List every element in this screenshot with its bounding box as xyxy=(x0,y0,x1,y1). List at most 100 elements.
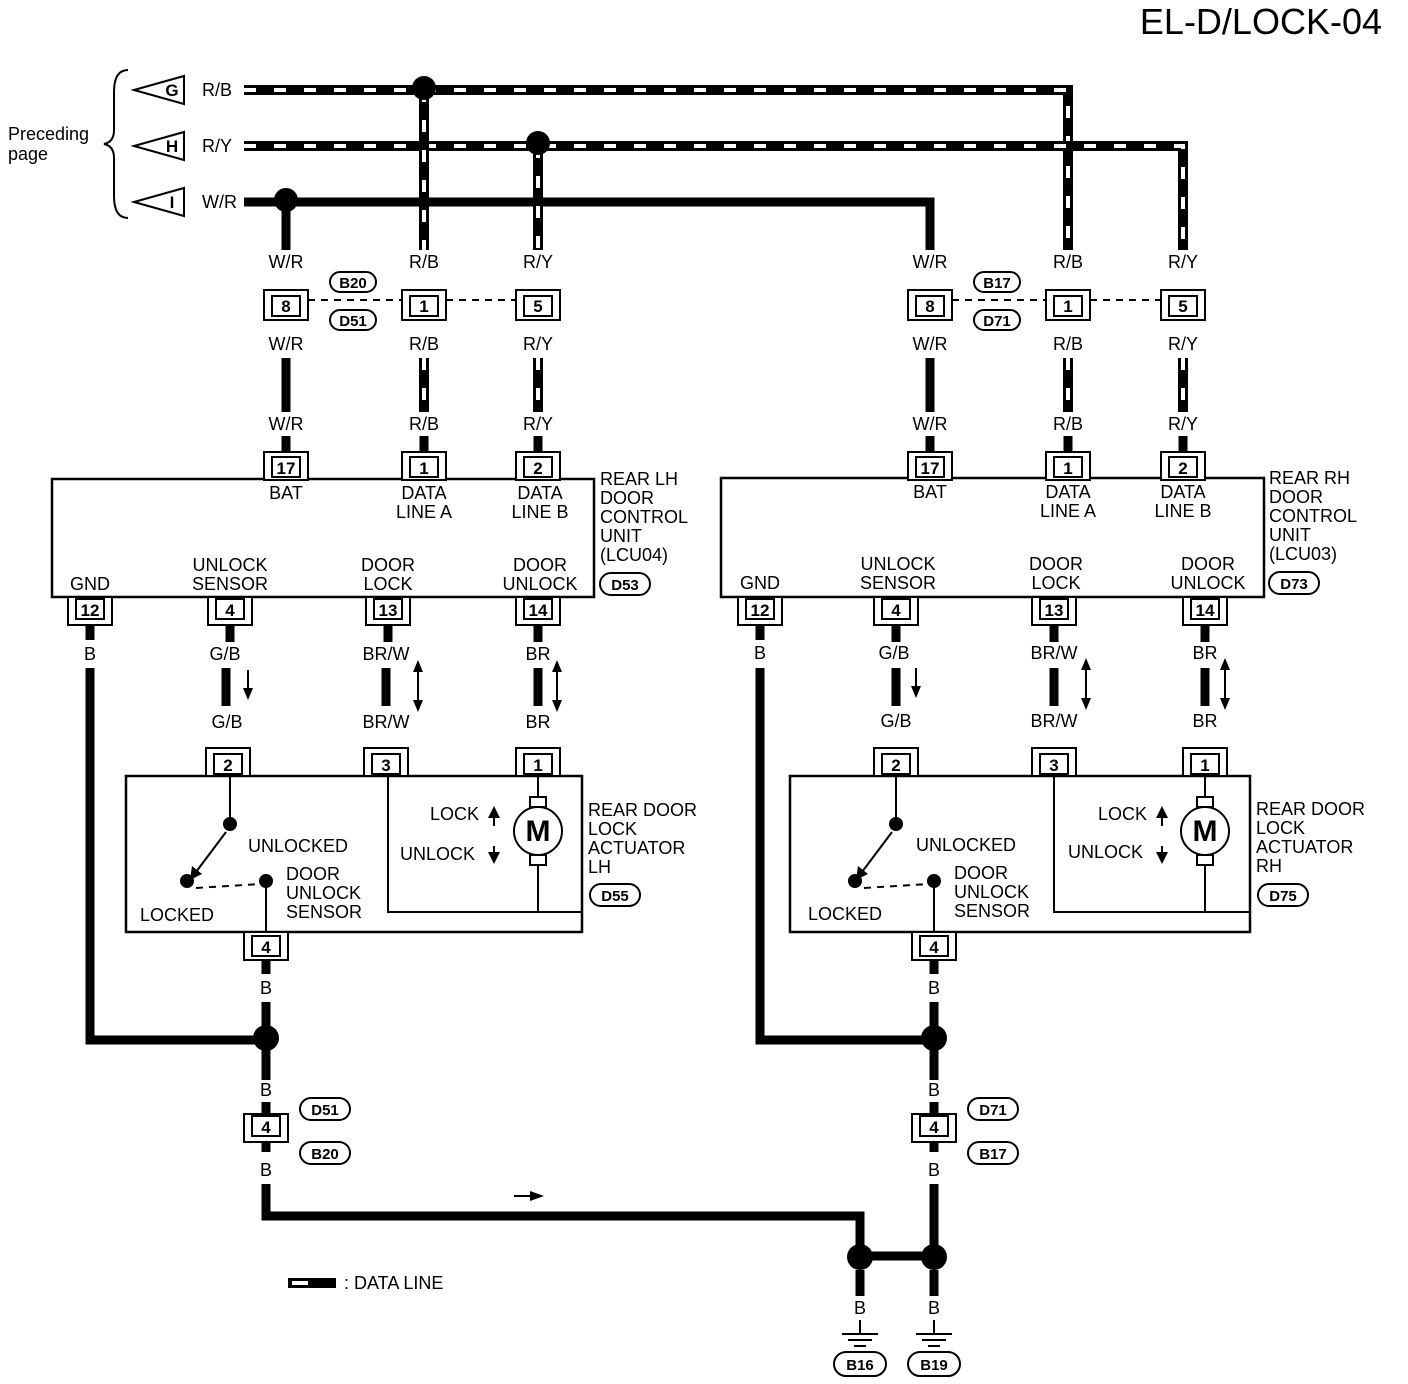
svg-text:3: 3 xyxy=(381,756,390,775)
svg-text:BAT: BAT xyxy=(269,483,303,503)
splice-dot xyxy=(253,1025,279,1051)
svg-text:17: 17 xyxy=(921,459,940,478)
wire-color-label: R/Y xyxy=(1168,252,1198,272)
wire-color-label: B xyxy=(260,1080,272,1100)
preceding-color-ry: R/Y xyxy=(202,136,232,156)
wire-color-label: W/R xyxy=(913,414,948,434)
svg-text:LH: LH xyxy=(588,857,611,877)
wire-color-label: R/B xyxy=(1053,252,1083,272)
svg-text:UNLOCK: UNLOCK xyxy=(860,554,935,574)
svg-text:DOOR: DOOR xyxy=(1029,554,1083,574)
flag-i: I xyxy=(130,186,185,218)
wire-color-label: BR xyxy=(1192,643,1217,663)
svg-text:1: 1 xyxy=(1200,756,1209,775)
wire-color-label: R/B xyxy=(409,334,439,354)
wire-color-label: BR xyxy=(1192,711,1217,731)
svg-text:1: 1 xyxy=(533,756,542,775)
wire-color-label: B xyxy=(928,1298,940,1318)
page-code: EL-D/LOCK-04 xyxy=(1140,1,1382,42)
svg-text:5: 5 xyxy=(1178,297,1187,316)
svg-text:CONTROL: CONTROL xyxy=(600,507,688,527)
svg-text:DATA: DATA xyxy=(1160,482,1205,502)
lcu-name-right: REAR RH xyxy=(1269,468,1350,488)
top-bus-wiring xyxy=(244,76,1188,250)
wire-color-label: R/Y xyxy=(1168,414,1198,434)
svg-text:D71: D71 xyxy=(983,313,1011,330)
svg-text:UNLOCK: UNLOCK xyxy=(1170,573,1245,593)
svg-text:12: 12 xyxy=(81,601,100,620)
wire-color-label: BR/W xyxy=(363,712,410,732)
ground-icon xyxy=(842,1333,878,1347)
svg-text:D71: D71 xyxy=(979,1102,1007,1119)
svg-text:DOOR: DOOR xyxy=(1181,554,1235,574)
svg-text:SENSOR: SENSOR xyxy=(954,901,1030,921)
svg-text:D73: D73 xyxy=(1280,576,1308,593)
svg-text:H: H xyxy=(166,137,178,156)
splice-dot xyxy=(847,1244,873,1270)
svg-text:B17: B17 xyxy=(983,275,1011,292)
wire-color-label: R/Y xyxy=(523,252,553,272)
svg-text:2: 2 xyxy=(1178,459,1187,478)
svg-text:D51: D51 xyxy=(339,313,367,330)
svg-text:(LCU03): (LCU03) xyxy=(1269,544,1337,564)
svg-text:1: 1 xyxy=(419,459,428,478)
svg-text:DOOR: DOOR xyxy=(600,488,654,508)
wire-color-label: B xyxy=(928,978,940,998)
wire-color-label: B xyxy=(84,644,96,664)
lcu-box-left: 17 1 2 BAT DATA LINE A DATA LINE B GND U… xyxy=(50,451,688,626)
right-side: W/R R/B R/Y 8 1 5 B17 D71 W/R R/B R/Y W/… xyxy=(719,252,1365,1377)
wire-color-label: R/Y xyxy=(523,334,553,354)
preceding-label-2: page xyxy=(8,144,48,164)
left-side: W/R R/B R/Y 8 1 5 B20 D51 W/R R/B R/Y xyxy=(50,252,887,1377)
svg-text:DOOR: DOOR xyxy=(954,863,1008,883)
svg-text:D55: D55 xyxy=(601,888,629,905)
svg-text:M: M xyxy=(1193,815,1218,848)
svg-text:13: 13 xyxy=(1045,601,1064,620)
wire-color-label: G/B xyxy=(878,643,909,663)
actuator-name-right: REAR DOOR xyxy=(1256,799,1365,819)
svg-text:4: 4 xyxy=(261,938,271,957)
svg-text:8: 8 xyxy=(281,297,290,316)
lcu-box-right: 17 1 2 BAT DATA LINE A DATA LINE B GND U… xyxy=(719,451,1357,626)
svg-text:B20: B20 xyxy=(311,1146,339,1163)
svg-text:LOCKED: LOCKED xyxy=(140,905,214,925)
svg-text:UNLOCK: UNLOCK xyxy=(502,574,577,594)
svg-text:DATA: DATA xyxy=(401,483,446,503)
svg-text:DATA: DATA xyxy=(517,483,562,503)
svg-text:RH: RH xyxy=(1256,856,1282,876)
preceding-color-rb: R/B xyxy=(202,80,232,100)
svg-text:4: 4 xyxy=(929,1118,939,1137)
splice-dot xyxy=(412,76,436,100)
legend-text: : DATA LINE xyxy=(344,1273,443,1293)
wire-color-label: G/B xyxy=(211,712,242,732)
svg-text:13: 13 xyxy=(379,601,398,620)
svg-text:UNLOCKED: UNLOCKED xyxy=(916,835,1016,855)
svg-text:D53: D53 xyxy=(611,577,639,594)
svg-text:2: 2 xyxy=(533,459,542,478)
svg-text:UNLOCK: UNLOCK xyxy=(192,555,267,575)
svg-text:14: 14 xyxy=(1196,601,1215,620)
preceding-color-wr: W/R xyxy=(202,192,237,212)
actuator-box-left: 2 3 1 UNLOCKED LOCKED DOOR UNLOCK SENSOR… xyxy=(124,747,697,961)
svg-text:BAT: BAT xyxy=(913,482,947,502)
svg-text:DOOR: DOOR xyxy=(361,555,415,575)
wire-color-label: G/B xyxy=(209,644,240,664)
preceding-label: Preceding xyxy=(8,124,89,144)
wire-color-label: R/Y xyxy=(1168,334,1198,354)
svg-text:12: 12 xyxy=(751,601,770,620)
svg-text:B17: B17 xyxy=(979,1146,1007,1163)
svg-text:2: 2 xyxy=(891,756,900,775)
svg-text:(LCU04): (LCU04) xyxy=(600,545,668,565)
wire-color-label: R/B xyxy=(1053,414,1083,434)
svg-text:DOOR: DOOR xyxy=(1269,487,1323,507)
svg-text:UNLOCKED: UNLOCKED xyxy=(248,836,348,856)
wire-color-label: BR/W xyxy=(1031,643,1078,663)
svg-text:CONTROL: CONTROL xyxy=(1269,506,1357,526)
lcu-name-left: REAR LH xyxy=(600,469,678,489)
wire-color-label: B xyxy=(854,1298,866,1318)
svg-text:1: 1 xyxy=(1063,297,1072,316)
svg-text:5: 5 xyxy=(533,297,542,316)
svg-text:D51: D51 xyxy=(311,1102,339,1119)
splice-dot xyxy=(274,188,298,212)
svg-text:UNLOCK: UNLOCK xyxy=(1068,842,1143,862)
